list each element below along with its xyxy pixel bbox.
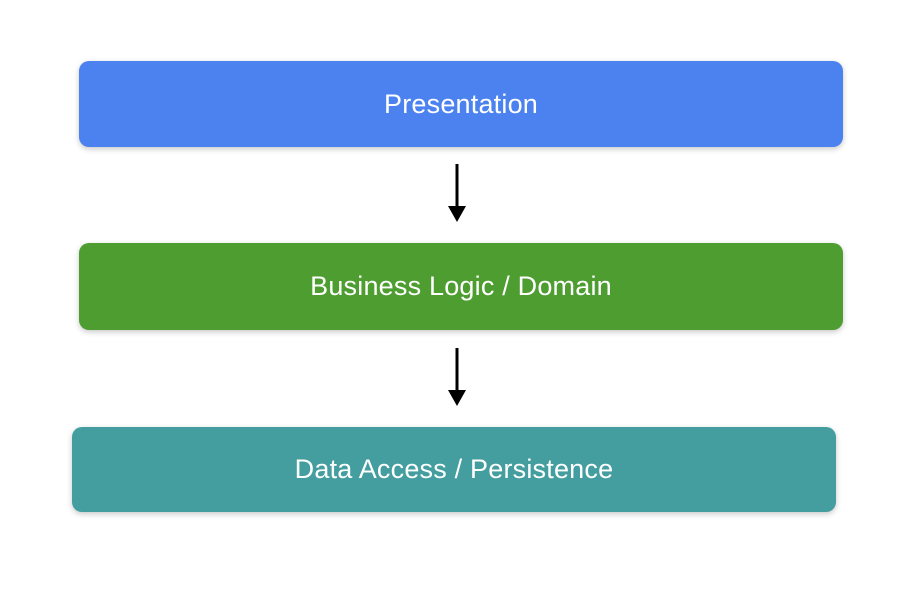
layer-box-presentation: Presentation — [79, 61, 843, 147]
layer-label-business-logic: Business Logic / Domain — [310, 271, 612, 301]
layer-box-data-access: Data Access / Persistence — [72, 427, 836, 512]
layer-label-presentation: Presentation — [384, 88, 538, 119]
down-arrow-icon — [448, 348, 466, 406]
layer-label-data-access: Data Access / Persistence — [294, 454, 614, 484]
layer-box-business-logic: Business Logic / Domain — [79, 243, 843, 330]
down-arrow-icon — [448, 164, 466, 222]
